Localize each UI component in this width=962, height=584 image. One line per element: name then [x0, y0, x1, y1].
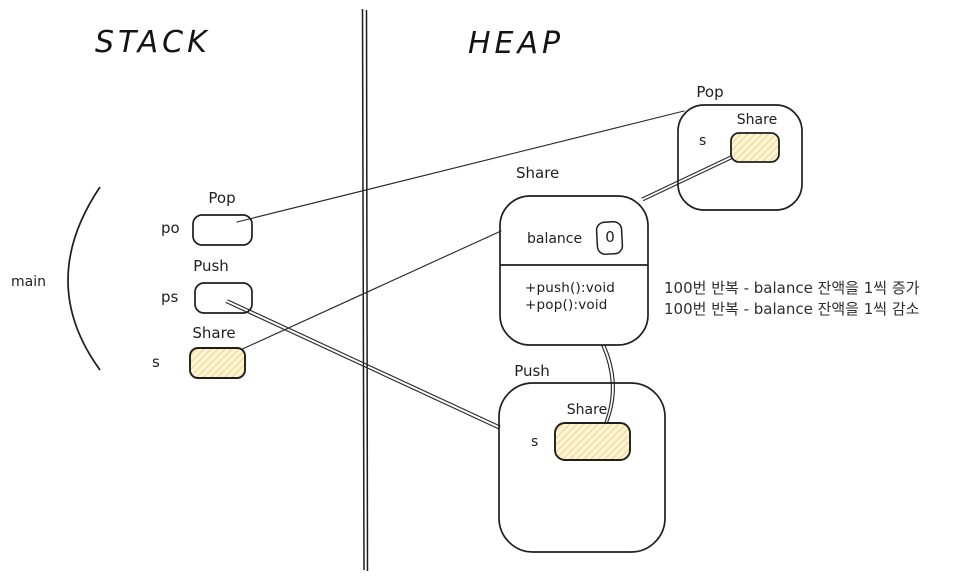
share-balance-value: 0	[605, 228, 615, 246]
connector-ps-to-push-object-stroke-1	[227, 299, 501, 427]
heap-share-object-box	[499, 195, 649, 346]
connector-s-to-share-object	[202, 230, 502, 368]
main-frame-brace	[67, 186, 101, 371]
stack-title: STACK	[95, 25, 211, 60]
heap-title: HEAP	[468, 26, 565, 61]
heap-push-object-box	[498, 382, 666, 553]
share-balance-field-label: balance	[527, 231, 583, 247]
heap-push-field-name-label: s	[531, 434, 539, 450]
heap-pop-field-type-label: Share	[736, 112, 778, 128]
connector-pop-s-to-share-object-stroke-1	[641, 152, 738, 199]
annotation-push-loop: 100번 반복 - balance 잔액을 1씩 증가	[664, 279, 920, 297]
stack-ps-name-label: ps	[161, 288, 179, 306]
main-frame-label: main	[11, 274, 46, 290]
heap-pop-object-box	[677, 104, 803, 211]
stack-heap-divider-line-2	[365, 9, 369, 572]
connector-ps-to-push-object-stroke-2	[225, 301, 500, 430]
stack-ps-type-label: Push	[193, 257, 229, 275]
heap-pop-object-label: Pop	[696, 83, 724, 101]
heap-share-object-label: Share	[516, 164, 560, 182]
stack-var-po-box	[192, 214, 253, 246]
heap-pop-field-name-label: s	[699, 133, 707, 149]
stack-po-type-label: Pop	[208, 189, 236, 207]
connector-pop-s-to-share-object-stroke-2	[642, 154, 740, 202]
stack-po-name-label: po	[161, 219, 180, 237]
balance-value-box	[595, 220, 624, 255]
annotation-pop-loop: 100번 반복 - balance 잔액을 1씩 감소	[664, 300, 920, 318]
heap-push-s-field-box	[554, 422, 631, 461]
heap-pop-s-field-box	[730, 132, 780, 163]
stack-s-name-label: s	[152, 353, 160, 371]
connector-po-to-pop-object	[236, 110, 685, 223]
stack-var-s-box	[189, 347, 246, 379]
share-method-pop: +pop():void	[525, 297, 608, 313]
heap-push-field-type-label: Share	[566, 402, 608, 418]
stack-var-ps-box	[194, 282, 253, 314]
heap-push-object-label: Push	[514, 362, 550, 380]
stack-s-type-label: Share	[192, 324, 236, 342]
stack-heap-divider-line-1	[361, 8, 365, 571]
share-method-push: +push():void	[525, 280, 616, 296]
